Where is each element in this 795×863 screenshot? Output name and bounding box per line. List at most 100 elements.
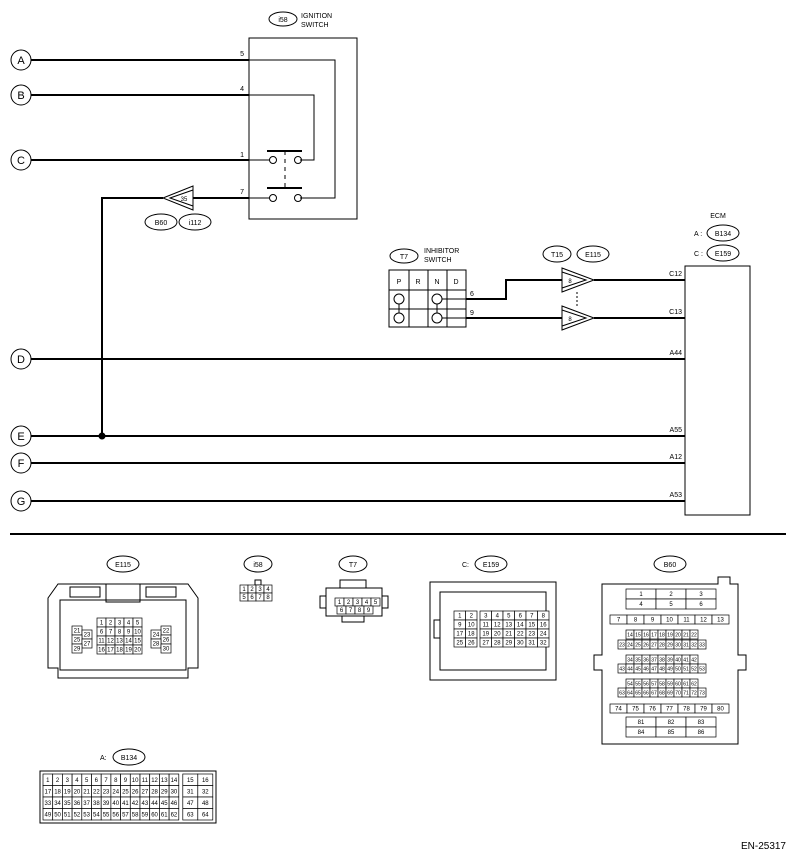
b134-grid-pin-63: 63 [187, 812, 194, 818]
e115-pin-30-cell [160, 643, 172, 654]
conn8-upper: 8 [568, 279, 572, 285]
b134-grid-pin-3: 3 [66, 778, 70, 784]
b134-grid-pin-56: 56 [112, 812, 119, 818]
t7-grid-pin-9: 9 [367, 608, 371, 614]
b60-grid-pin-33-cell [697, 639, 707, 650]
b60-grid-pin-13-cell [711, 614, 730, 625]
b60-grid-pin-20: 20 [675, 632, 681, 638]
b60-grid-pin-67: 67 [651, 690, 657, 696]
e159-grid-pin-18: 18 [468, 632, 475, 638]
b134-grid-pin-25: 25 [122, 789, 129, 795]
label-c: C [17, 155, 25, 167]
b60-grid-pin-68: 68 [659, 690, 665, 696]
e115-pin-26: 26 [163, 638, 170, 644]
b60-tag: B60 [155, 220, 168, 227]
b60-grid-pin-35: 35 [635, 657, 641, 663]
e159-grid-pin-31: 31 [528, 641, 535, 647]
b134-grid-pin-38: 38 [93, 801, 100, 807]
e115-main-pin-18: 18 [116, 648, 123, 654]
circle-labels: A B C D E F G [10, 49, 32, 512]
b134-grid-pin-37: 37 [83, 801, 90, 807]
ignition-switch-box [248, 37, 358, 220]
mid-connectors: T15 E115 8 8 [542, 245, 685, 331]
b60-grid-pin-46: 46 [643, 666, 649, 672]
b60-grid-pin-63: 63 [619, 690, 625, 696]
b60-grid-pin-26: 26 [643, 642, 649, 648]
e115-main-pin-7: 7 [109, 630, 113, 636]
ecm-pin-a53: A53 [670, 492, 683, 499]
b60-grid-pin-17: 17 [651, 632, 657, 638]
ecm-c-prefix: C : [694, 251, 703, 258]
b60-grid-pin-15: 15 [635, 632, 641, 638]
b134-grid-pin-15: 15 [187, 778, 194, 784]
b134-grid-pin-49: 49 [45, 812, 52, 818]
b60-grid-pin-4: 4 [639, 602, 643, 608]
t7-view-tag: T7 [349, 562, 357, 569]
pos-r: R [415, 279, 420, 286]
b134-grid-pin-18: 18 [54, 789, 61, 795]
b134-grid-pin-64-cell [197, 808, 214, 821]
inhibitor-pin-9: 9 [470, 310, 474, 317]
ecm-pin-c12: C12 [669, 271, 682, 278]
ign-internal-path-4 [249, 94, 315, 161]
e115-main-pin-19: 19 [125, 648, 132, 654]
b60-grid-pin-6-cell [685, 598, 717, 610]
e159-grid-pin-22: 22 [517, 632, 524, 638]
e115-main-pin-15: 15 [134, 639, 141, 645]
b60-grid-pin-75: 75 [632, 707, 639, 713]
e115-main-pin-12: 12 [107, 639, 114, 645]
b60-grid-pin-11: 11 [683, 618, 690, 624]
t7-grid-pin-5-cell [370, 597, 381, 607]
t7-grid-pin-6: 6 [340, 608, 344, 614]
e115-main-pin-5: 5 [136, 621, 140, 627]
b134-prefix: A: [100, 755, 107, 762]
ign-internal-path-5 [249, 59, 336, 199]
b134-grid-pin-32: 32 [202, 789, 209, 795]
e159-grid-pin-1: 1 [458, 614, 462, 620]
b60-grid-pin-29: 29 [667, 642, 673, 648]
b60-grid-pin-73: 73 [699, 690, 705, 696]
i58-grid-pin-6: 6 [250, 595, 254, 601]
b60-grid-pin-49: 49 [667, 666, 673, 672]
e159-grid-pin-32-cell [537, 637, 550, 648]
e159-grid-pin-5: 5 [507, 614, 511, 620]
i58-grid-pin-4: 4 [266, 587, 270, 593]
b60-grid-pin-62: 62 [691, 681, 697, 687]
e115-main-pin-11: 11 [98, 639, 105, 645]
e159-view-tag: E159 [483, 562, 499, 569]
b60-grid-pin-5: 5 [669, 602, 673, 608]
b60-grid-pin-55: 55 [635, 681, 641, 687]
t7-grid-pin-5: 5 [374, 600, 378, 606]
e159-grid-pin-26: 26 [468, 641, 475, 647]
b134-grid-pin-62-cell [168, 808, 180, 821]
e115-main-pin-6: 6 [100, 630, 104, 636]
b60-grid-pin-9: 9 [651, 618, 655, 624]
b60-grid-pin-80-cell [711, 703, 730, 714]
ecm-a-tag: B134 [715, 231, 731, 238]
t15-tag: T15 [551, 252, 563, 259]
b134-grid-pin-11: 11 [142, 778, 149, 784]
b60-grid-pin-53-cell [697, 663, 707, 674]
inhibitor-title-2: SWITCH [424, 257, 452, 264]
e115-main-pin-3: 3 [118, 621, 122, 627]
pos-d: D [453, 279, 458, 286]
b134-grid-pin-40: 40 [112, 801, 119, 807]
ecm-title: ECM [710, 213, 726, 220]
b60-grid-pin-2: 2 [669, 592, 673, 598]
ecm-c-tag: E159 [715, 251, 731, 258]
b60-grid-pin-27: 27 [651, 642, 657, 648]
t7-grid-pin-2: 2 [347, 600, 351, 606]
e159-grid-pin-21: 21 [505, 632, 512, 638]
e159-grid-pin-26-cell [465, 637, 478, 648]
b134-grid-pin-33: 33 [45, 801, 52, 807]
wires [31, 59, 685, 502]
e159-grid-pin-29: 29 [505, 641, 512, 647]
ign-pin-1: 1 [240, 152, 244, 159]
b60-grid-pin-41: 41 [683, 657, 689, 663]
b60-grid-pin-3: 3 [699, 592, 703, 598]
b134-grid-pin-5: 5 [85, 778, 89, 784]
b134-grid-pin-10: 10 [132, 778, 139, 784]
e115-pin-25: 25 [74, 638, 81, 644]
b134-grid-pin-43: 43 [142, 801, 149, 807]
